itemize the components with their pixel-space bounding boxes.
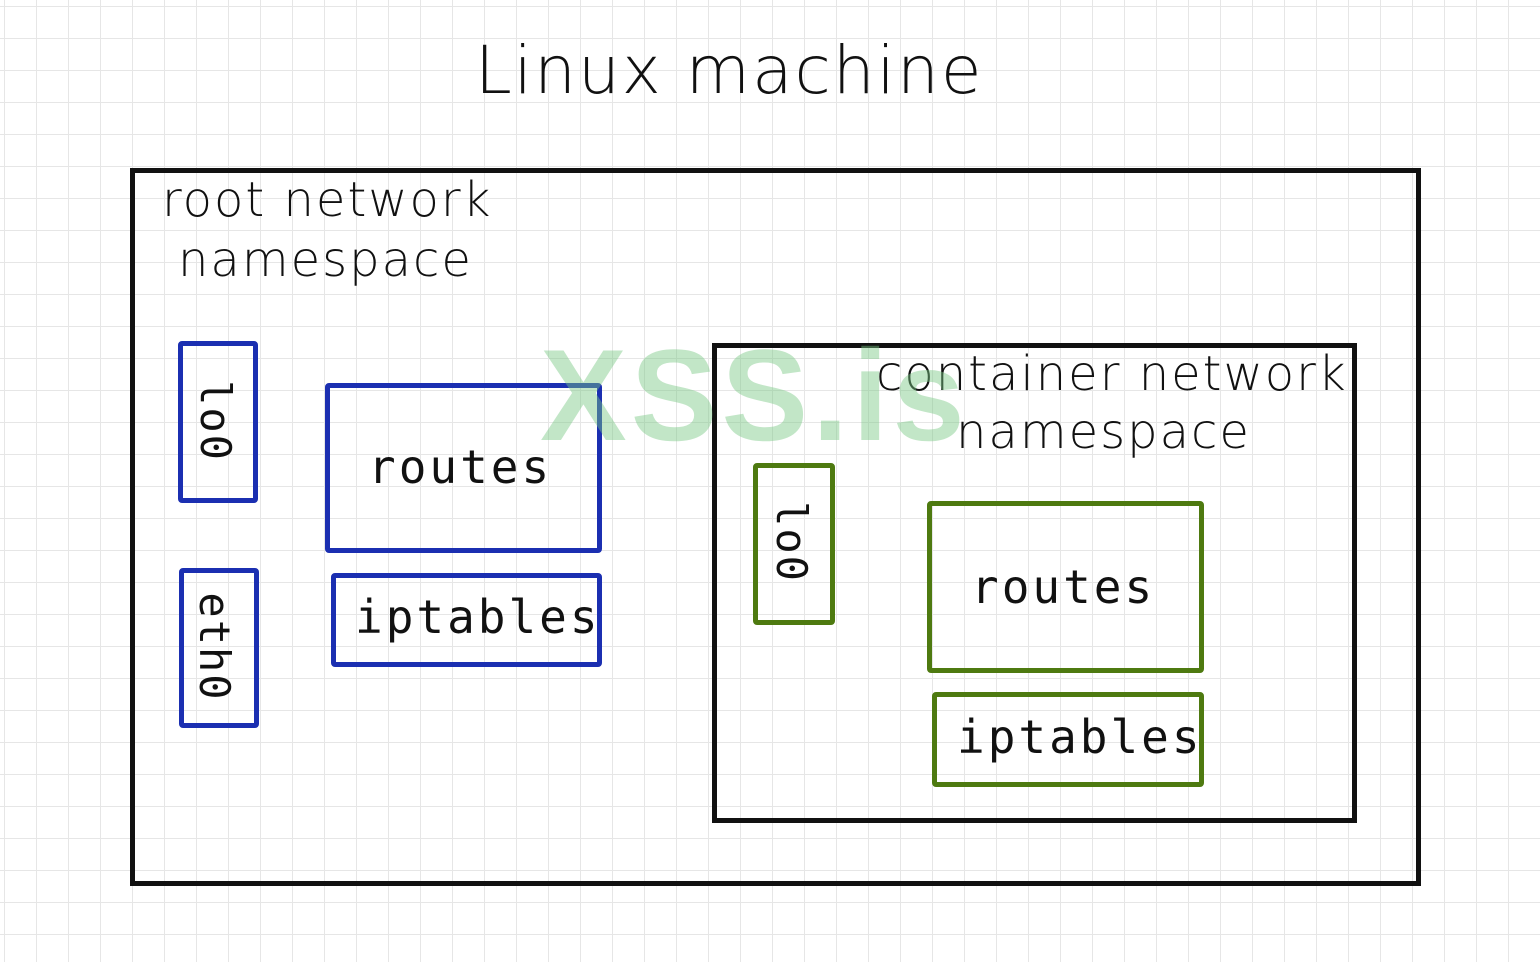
- linux-machine-box: [130, 168, 1421, 886]
- root-eth0-box: [179, 568, 259, 728]
- container-namespace-box: [712, 343, 1357, 823]
- container-namespace-label-line2: namespace: [956, 404, 1251, 460]
- root-iptables-box: [331, 573, 602, 667]
- root-routes-box: [325, 383, 602, 553]
- container-lo0-label: lo0: [767, 501, 816, 583]
- root-lo0-box: [178, 341, 258, 503]
- root-lo0-label: lo0: [191, 380, 240, 462]
- root-namespace-label-line1: root network: [162, 172, 493, 228]
- root-eth0-label: eth0: [190, 592, 239, 702]
- container-routes-label: routes: [971, 560, 1156, 614]
- container-lo0-box: [753, 463, 835, 625]
- container-iptables-box: [932, 692, 1204, 787]
- root-namespace-label-line2: namespace: [178, 232, 473, 288]
- watermark: XSS.is: [540, 322, 969, 468]
- container-iptables-label: iptables: [957, 710, 1203, 764]
- container-routes-box: [927, 501, 1204, 673]
- container-namespace-label-line1: container network: [876, 346, 1348, 402]
- root-iptables-label: iptables: [355, 590, 601, 644]
- root-routes-label: routes: [368, 440, 553, 494]
- diagram-title: Linux machine: [475, 32, 984, 109]
